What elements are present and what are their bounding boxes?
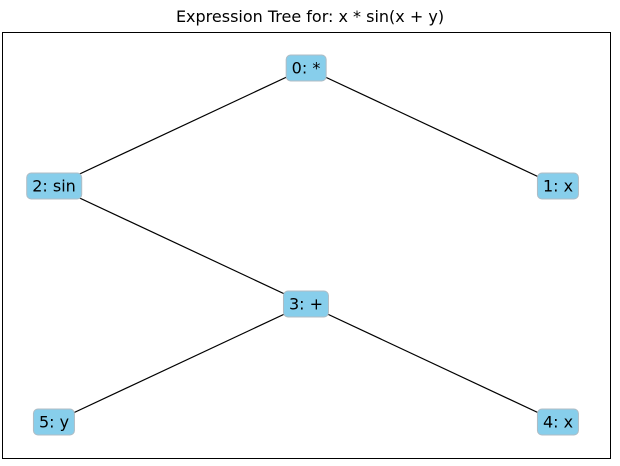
- plot-frame: [2, 32, 611, 459]
- edge-2-3: [53, 185, 307, 305]
- tree-node-5: 5: y: [32, 408, 76, 436]
- edge-0-1: [305, 67, 559, 187]
- edge-0-2: [53, 67, 307, 187]
- diagram-title: Expression Tree for: x * sin(x + y): [175, 7, 445, 26]
- tree-node-2: 2: sin: [26, 172, 82, 200]
- edge-3-4: [305, 303, 559, 423]
- tree-node-0: 0: *: [285, 54, 327, 82]
- edge-3-5: [53, 303, 307, 423]
- tree-node-1: 1: x: [536, 172, 580, 200]
- tree-node-3: 3: +: [282, 290, 330, 318]
- tree-node-4: 4: x: [536, 408, 580, 436]
